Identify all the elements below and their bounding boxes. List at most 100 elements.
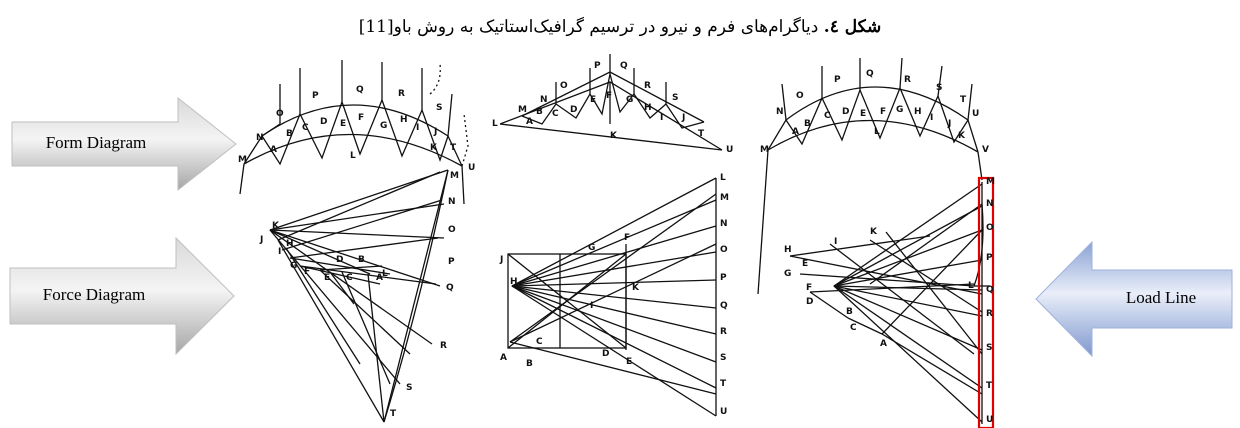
graphic-statics-figure: M N O P Q R S T U A B C D E F G H I J K … (238, 54, 995, 428)
form-diagram-arrow: Form Diagram (10, 96, 238, 192)
label: R (720, 327, 727, 337)
force-diagram-label: Force Diagram (42, 285, 146, 304)
load-line-label: Load Line (1125, 288, 1197, 307)
label: N (720, 219, 728, 229)
label: D (336, 255, 343, 265)
label: U (972, 109, 979, 119)
label: E (626, 357, 632, 367)
label: A (270, 145, 277, 155)
label: A (376, 273, 383, 283)
label: M (720, 193, 729, 203)
label: Q (446, 283, 454, 293)
label: K (430, 143, 438, 153)
label: D (806, 297, 813, 307)
label: L (968, 281, 974, 291)
label: J (499, 255, 503, 265)
label: C (346, 273, 353, 283)
label: Q (356, 85, 364, 95)
label: A (500, 353, 507, 363)
label: T (390, 409, 397, 419)
label: N (448, 197, 456, 207)
label: A (526, 117, 533, 127)
caption-text: دیاگرام‌های فرم و نیرو در ترسیم گرافیک‌ا… (358, 17, 819, 37)
label: J (681, 113, 685, 123)
label: M (450, 171, 459, 181)
label: I (930, 113, 933, 123)
label: T (960, 95, 967, 105)
label: N (256, 133, 264, 143)
label: A (792, 127, 799, 137)
label: F (624, 233, 630, 243)
label: S (986, 343, 992, 353)
label: O (448, 225, 456, 235)
left-arrow-icon (1035, 240, 1233, 358)
label: P (448, 257, 455, 267)
label: D (570, 105, 577, 115)
label: Q (986, 285, 994, 295)
label: I (834, 237, 837, 247)
label: I (416, 123, 419, 133)
label: M (986, 177, 995, 187)
label: L (492, 119, 498, 129)
left-force-diagram (269, 169, 449, 423)
label: S (436, 103, 442, 113)
label: Q (866, 69, 874, 79)
label: R (644, 81, 651, 91)
label: G (588, 243, 595, 253)
label: F (606, 91, 612, 101)
label: H (400, 115, 408, 125)
label: B (804, 119, 811, 129)
middle-truss (499, 54, 723, 151)
label: T (720, 379, 727, 389)
label: F (880, 107, 886, 117)
label: G (290, 261, 297, 271)
label: D (602, 349, 609, 359)
label: I (660, 113, 663, 123)
label: C (850, 323, 857, 333)
label: S (936, 83, 942, 93)
caption-label: شکل ٤. (823, 17, 882, 37)
right-force-diagram (789, 182, 990, 424)
label: G (784, 269, 791, 279)
label: K (958, 131, 966, 141)
label: C (536, 337, 543, 347)
label: F (806, 283, 812, 293)
label: N (986, 199, 994, 209)
label: P (834, 75, 841, 85)
label: S (672, 93, 678, 103)
label: M (760, 145, 769, 155)
label: C (302, 123, 309, 133)
label: J (947, 119, 951, 129)
label: O (276, 109, 284, 119)
label: L (350, 151, 356, 161)
label: D (842, 107, 849, 117)
figure-caption: شکل ٤. دیاگرام‌های فرم و نیرو در ترسیم گ… (0, 16, 1240, 38)
right-truss (757, 57, 983, 295)
label: C (552, 109, 559, 119)
label: D (320, 117, 327, 127)
label: K (610, 131, 618, 141)
label: Q (720, 301, 728, 311)
label: T (698, 129, 705, 139)
label: R (986, 309, 993, 319)
label: H (644, 103, 652, 113)
label: F (304, 267, 310, 277)
label: I (590, 301, 593, 311)
label: R (440, 341, 447, 351)
label: B (846, 307, 853, 317)
left-truss (239, 60, 469, 205)
label: A (880, 339, 887, 349)
label: I (278, 247, 281, 257)
label: O (796, 91, 804, 101)
label: E (860, 109, 866, 119)
label: H (510, 277, 518, 287)
label: M (238, 155, 247, 165)
right-arrow-icon (9, 236, 235, 356)
label: O (986, 223, 994, 233)
label: B (358, 255, 365, 265)
label: L (720, 173, 726, 183)
label: J (259, 235, 263, 245)
label: K (870, 227, 878, 237)
label: E (802, 259, 808, 269)
middle-force-diagram (507, 177, 717, 417)
